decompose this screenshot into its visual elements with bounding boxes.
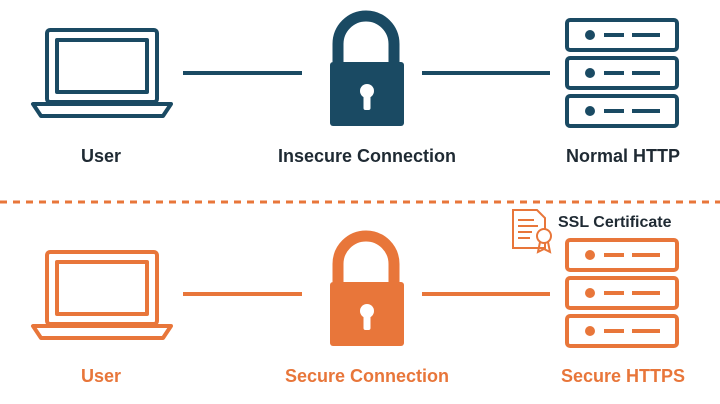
padlock-icon [330,10,404,126]
ssl-certificate-label: SSL Certificate [558,214,672,231]
secure-connection-label: Secure Connection [284,366,450,386]
secure-row [31,250,550,340]
normal-http-label: Normal HTTP [565,146,681,166]
padlock-icon [330,230,404,346]
server-rack-icon [565,238,679,348]
laptop-icon [31,250,173,340]
certificate-icon [512,209,552,254]
insecure-connection-label: Insecure Connection [277,146,457,166]
server-rack-icon [565,18,679,128]
insecure-row [31,28,550,118]
secure-https-label: Secure HTTPS [560,366,686,386]
secure-user-label: User [80,366,122,386]
insecure-user-label: User [80,146,122,166]
laptop-icon [31,28,173,118]
